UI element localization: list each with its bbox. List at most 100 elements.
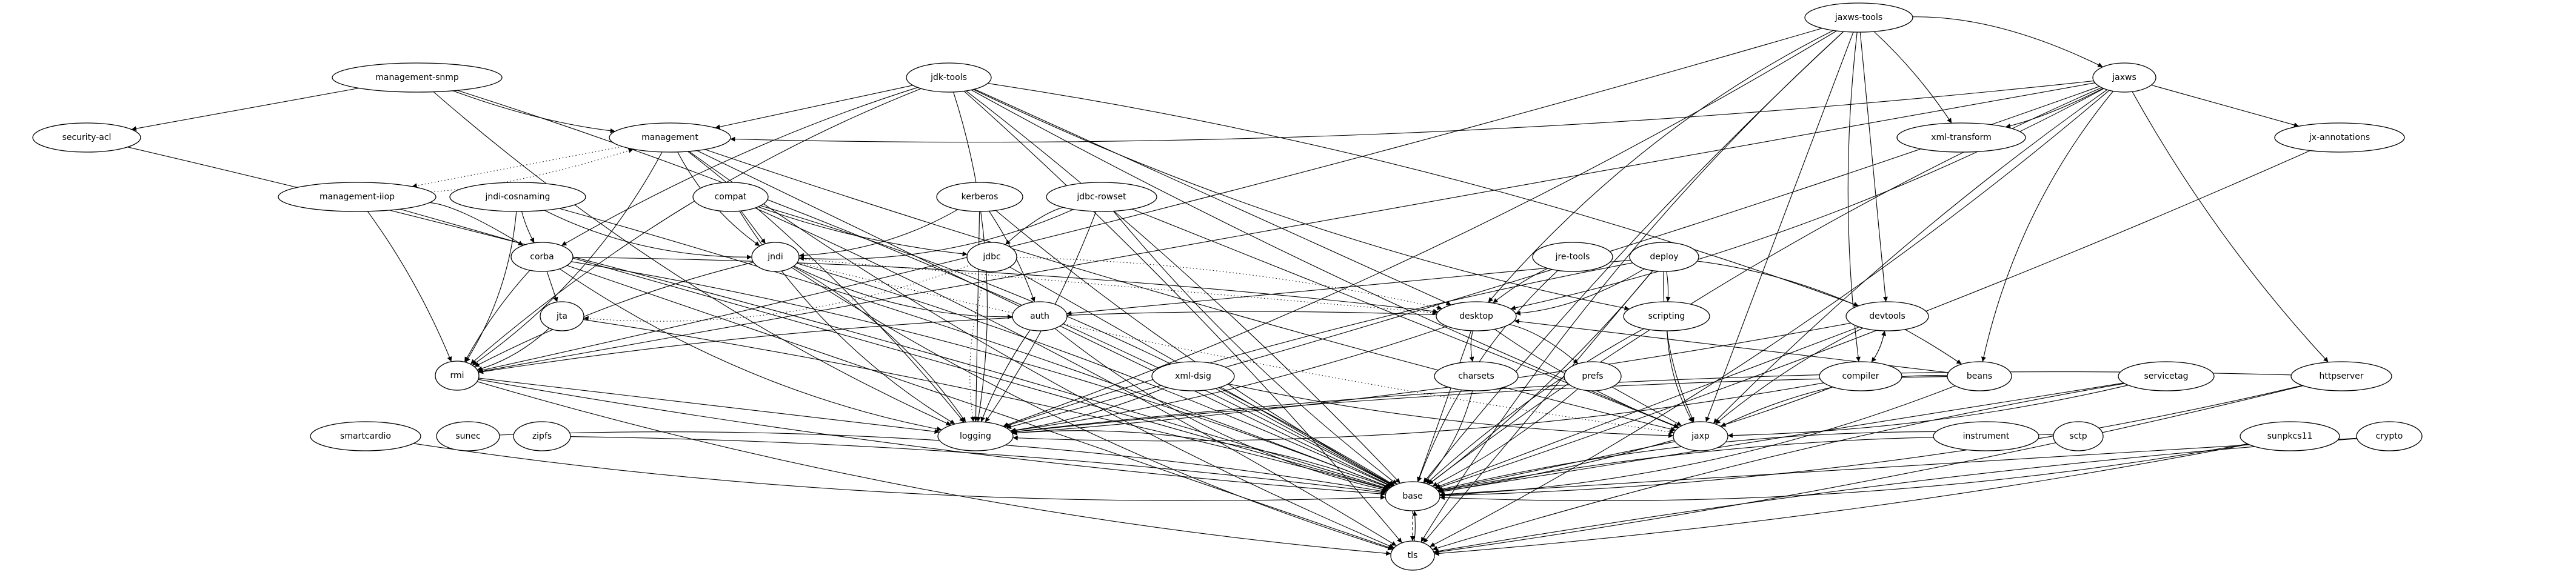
node-shape <box>449 182 586 212</box>
edge-jndi-to-desktop <box>798 258 1437 315</box>
edge-sunpkcs11-to-base <box>1439 444 2248 502</box>
edge-management-to-management-iiop <box>412 146 623 188</box>
edge-prefs-to-base <box>1432 388 1579 487</box>
edge-rmi-to-logging <box>478 377 940 434</box>
edge-management-iiop-to-corba <box>429 202 524 246</box>
edge-compat-to-jndi <box>740 210 766 244</box>
node-shape <box>2240 421 2340 451</box>
node-shape <box>1385 481 1440 511</box>
node-shape <box>1933 421 2039 451</box>
node-shape <box>609 122 731 153</box>
edge-devtools-to-logging <box>1012 322 1851 436</box>
node-label: auth <box>1030 311 1049 321</box>
node-label: corba <box>530 252 554 262</box>
node-shape <box>1434 361 1519 391</box>
node-shape <box>1819 361 1902 391</box>
node-shape <box>2053 421 2104 451</box>
edge-corba-to-logging <box>559 268 942 431</box>
node-label: xml-dsig <box>1175 371 1211 381</box>
node-logging: logging <box>937 421 1014 451</box>
node-label: kerberos <box>962 192 999 202</box>
edge-jndi-to-base <box>796 262 1393 487</box>
node-management-iiop: management-iiop <box>278 182 437 212</box>
node-label: devtools <box>1869 311 1905 321</box>
node-desktop: desktop <box>1436 301 1517 331</box>
node-label: logging <box>960 431 991 441</box>
edge-jdk-tools-to-desktop <box>974 88 1451 305</box>
node-label: deploy <box>1650 252 1678 262</box>
edge-jdbc-to-jta <box>583 264 971 322</box>
node-label: management-snmp <box>375 73 459 82</box>
edge-jndi-cosnaming-to-jndi <box>544 210 752 260</box>
edge-desktop-to-base <box>1417 330 1472 482</box>
node-xml-transform: xml-transform <box>1896 122 2026 153</box>
edge-desktop-to-rmi <box>478 311 1437 374</box>
edge-management-snmp-to-security-acl <box>131 87 359 131</box>
node-jre-tools: jre-tools <box>1532 242 1613 272</box>
node-shape <box>1012 301 1068 331</box>
node-shape <box>2092 62 2156 93</box>
edge-httpserver-to-base <box>1439 385 2303 498</box>
edge-jdbc-rowset-to-jaxp <box>1131 208 1679 428</box>
edge-jaxws-tools-to-devtools <box>1859 32 1888 302</box>
node-shape <box>966 242 1017 272</box>
node-shape <box>278 182 437 212</box>
node-jta: jta <box>540 301 584 331</box>
edge-jaxws-to-tls <box>1430 90 2110 547</box>
edge-jaxws-tools-to-jaxp <box>1705 32 1854 422</box>
edge-jaxws-tools-to-jaxws <box>1912 16 2103 67</box>
node-shape <box>936 182 1023 212</box>
edge-desktop-to-prefs <box>1509 324 1579 364</box>
edge-jdk-tools-to-base <box>966 90 1401 484</box>
node-label: jaxws <box>2112 73 2136 82</box>
edge-management-snmp-to-management <box>452 90 615 133</box>
edge-sunpkcs11-to-tls <box>1434 444 2249 556</box>
edge-corba-to-tls <box>567 265 1394 550</box>
node-shape <box>906 62 992 93</box>
edge-jndi-cosnaming-to-rmi <box>465 211 517 363</box>
node-label: sunec <box>455 431 480 441</box>
node-shape <box>2274 122 2405 153</box>
edge-jaxws-tools-to-desktop <box>1488 30 1834 303</box>
edge-xml-dsig-to-base <box>1215 388 1394 487</box>
edge-jta-to-base <box>583 319 1389 491</box>
edge-jdk-tools-to-devtools <box>988 83 1859 307</box>
node-label: jdbc-rowset <box>1076 192 1126 202</box>
edge-management-to-jaxp <box>704 149 1676 432</box>
edge-servicetag-to-tls <box>1432 383 2125 551</box>
node-label: crypto <box>2376 431 2403 441</box>
edge-jaxws-to-jx-annotations <box>2151 84 2300 128</box>
edge-zipfs-to-base <box>570 436 1387 495</box>
node-shape <box>1532 242 1613 272</box>
node-shape <box>310 421 421 451</box>
edge-jndi-to-logging <box>793 266 966 423</box>
edge-desktop-to-logging <box>1011 325 1448 433</box>
node-label: desktop <box>1459 311 1493 321</box>
edge-jdk-tools-to-tls <box>963 90 1402 543</box>
node-label: jta <box>556 311 567 321</box>
edge-xml-dsig-to-jaxp <box>1228 383 1674 438</box>
edge-kerberos-to-jndi <box>798 209 958 258</box>
node-label: security-acl <box>62 133 112 142</box>
edge-jndi-cosnaming-to-corba <box>521 211 535 244</box>
node-shape <box>1896 122 2026 153</box>
node-label: rmi <box>450 371 464 381</box>
node-jdbc-rowset: jdbc-rowset <box>1046 182 1157 212</box>
edge-corba-to-jta <box>546 271 558 302</box>
node-compat: compat <box>692 182 769 212</box>
node-label: jdk-tools <box>930 73 967 82</box>
edge-prefs-to-jaxp <box>1611 387 1682 427</box>
node-deploy: deploy <box>1629 242 1699 272</box>
edge-scripting-to-jaxp <box>1667 330 1693 423</box>
edge-corba-to-base <box>571 261 1391 488</box>
node-compiler: compiler <box>1819 361 1902 391</box>
node-label: base <box>1402 491 1422 501</box>
node-jaxws-tools: jaxws-tools <box>1804 2 1913 33</box>
node-security-acl: security-acl <box>32 122 141 153</box>
edge-auth-to-logging <box>980 330 1031 422</box>
edge-jdk-tools-to-scripting <box>973 89 1630 311</box>
node-label: sunpkcs11 <box>2267 431 2313 441</box>
edge-tls-to-base <box>1412 510 1417 542</box>
node-management-snmp: management-snmp <box>332 62 503 93</box>
